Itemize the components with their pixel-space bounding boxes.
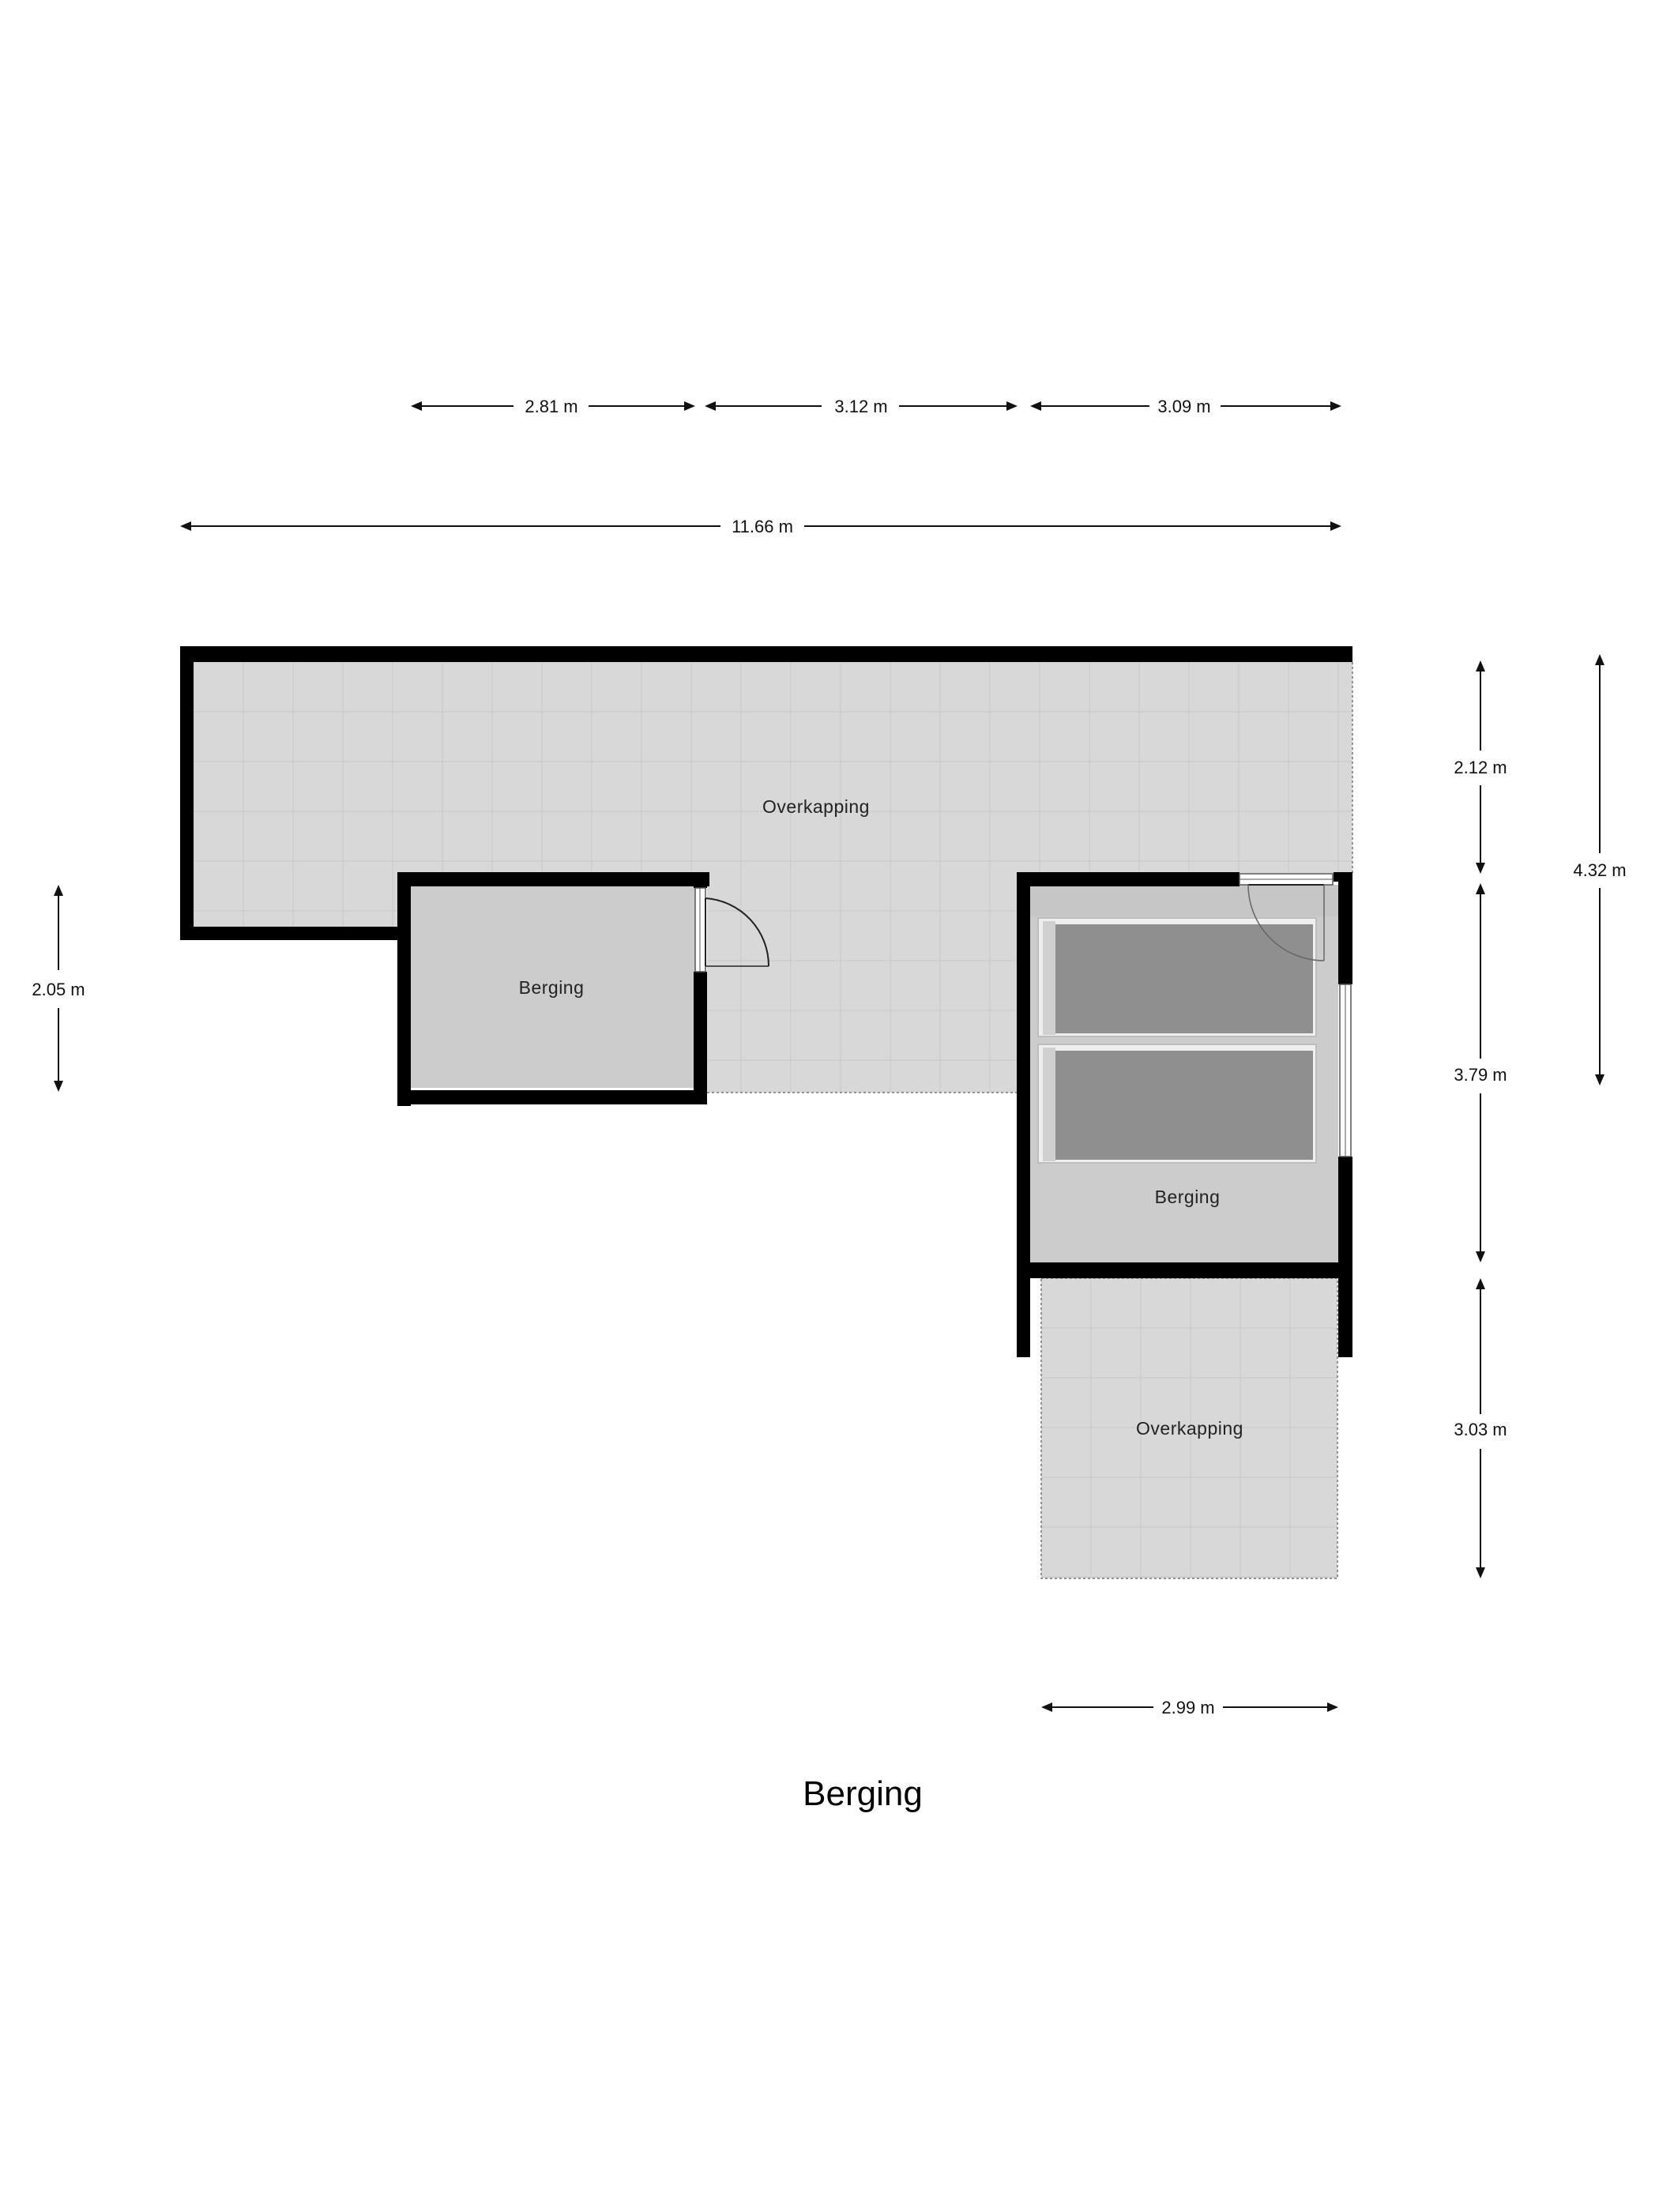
- plan-title: Berging: [803, 1774, 923, 1813]
- dim-label-right-3: 3.03 m: [1454, 1420, 1507, 1439]
- dim-label-top-1: 2.81 m: [525, 397, 577, 416]
- room-label-overkapping-top: Overkapping: [762, 796, 870, 817]
- dim-left-height: 2.05 m: [32, 885, 85, 1092]
- dim-label-right-1: 2.12 m: [1454, 758, 1507, 777]
- door-right-berging: [1239, 873, 1334, 961]
- dim-right-3: 3.03 m: [1454, 1278, 1507, 1578]
- dim-bottom-width: 2.99 m: [1041, 1698, 1338, 1717]
- dim-label-left-height: 2.05 m: [32, 980, 85, 999]
- room-label-overkapping-bottom: Overkapping: [1136, 1418, 1243, 1439]
- room-label-berging-right: Berging: [1155, 1187, 1221, 1207]
- dim-right-1: 2.12 m: [1454, 660, 1507, 874]
- dim-label-top-3: 3.09 m: [1157, 397, 1210, 416]
- dim-top-2: 3.12 m: [705, 397, 1018, 416]
- dim-label-right-2: 3.79 m: [1454, 1065, 1507, 1085]
- berging-left-room: [411, 886, 702, 1088]
- dim-label-right-total: 4.32 m: [1573, 860, 1626, 880]
- room-label-berging-left: Berging: [519, 977, 585, 998]
- dim-label-total-width: 11.66 m: [732, 517, 793, 536]
- window-right-berging: [1339, 984, 1352, 1157]
- dim-top-1: 2.81 m: [411, 397, 695, 416]
- dim-total-width: 11.66 m: [180, 517, 1341, 536]
- dim-label-bottom-width: 2.99 m: [1161, 1698, 1214, 1717]
- dim-top-3: 3.09 m: [1030, 397, 1341, 416]
- dim-right-total: 4.32 m: [1573, 654, 1627, 1085]
- walls: [180, 646, 1352, 1357]
- door-left-berging: [694, 887, 770, 972]
- bed-bottom: [1037, 1044, 1317, 1164]
- dim-label-top-2: 3.12 m: [834, 397, 887, 416]
- overkapping-bottom-area: [1040, 1277, 1338, 1579]
- overkapping-top-area: [194, 662, 1353, 1093]
- dim-right-2: 3.79 m: [1454, 883, 1507, 1262]
- bed-top: [1037, 917, 1317, 1037]
